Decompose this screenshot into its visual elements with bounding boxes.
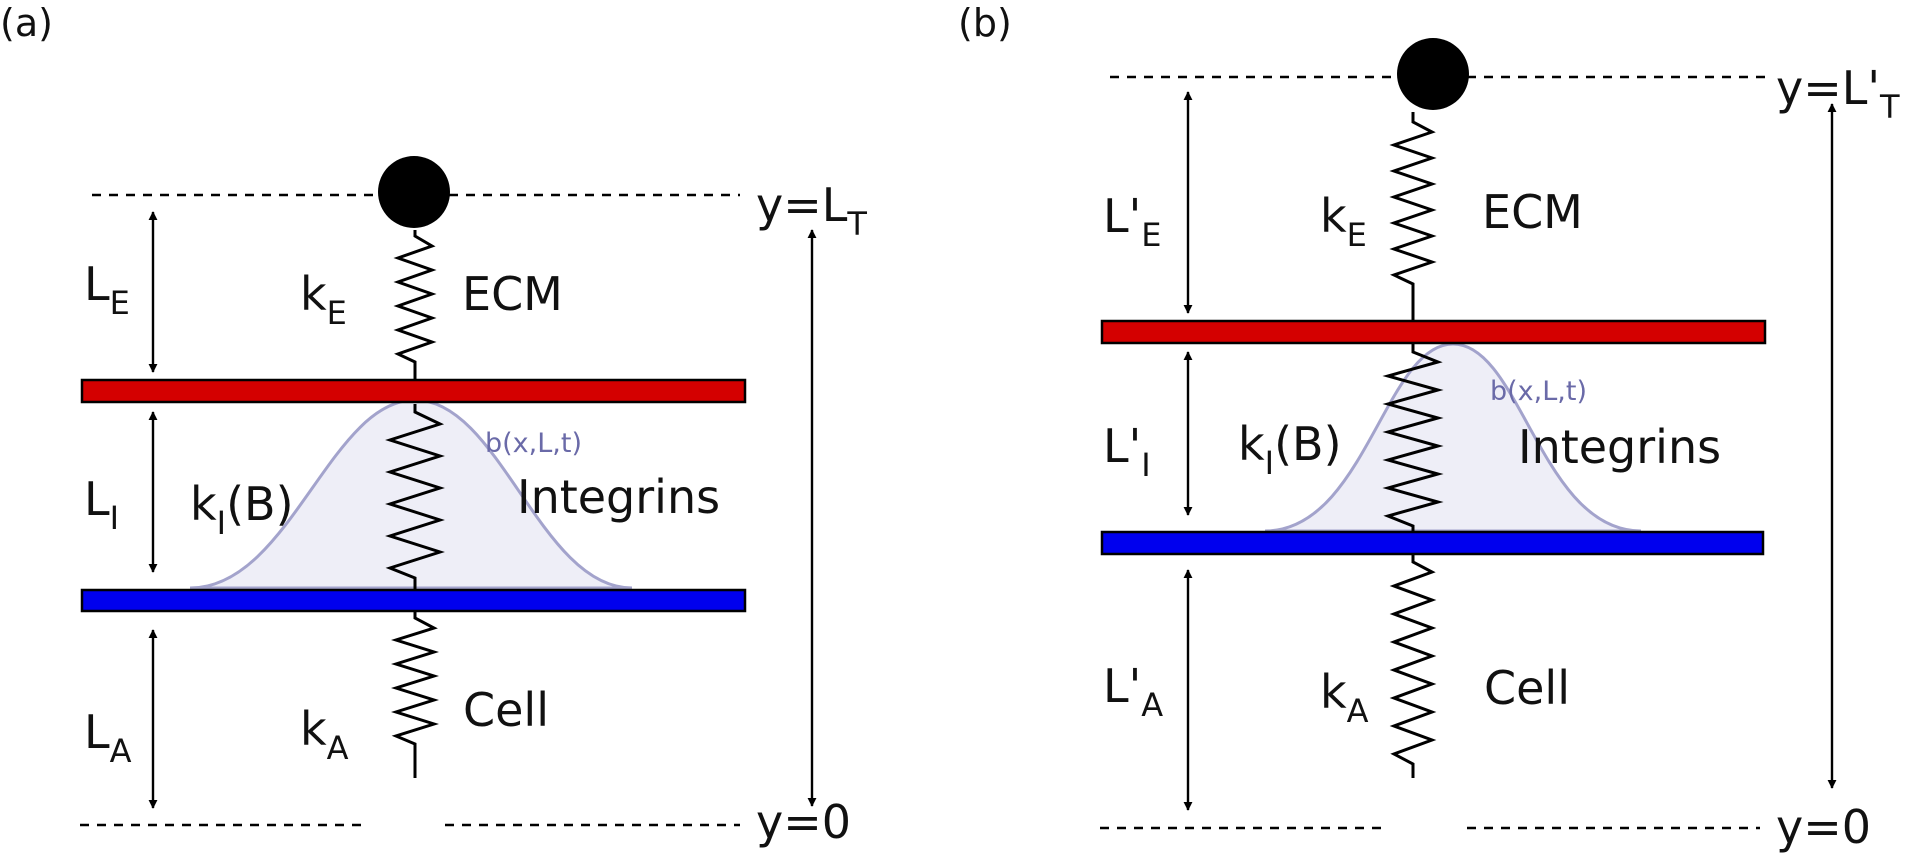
panel-a-cell-spring [391, 610, 439, 778]
panel-b-length-label-e: L'E [1103, 189, 1162, 254]
panel-b-integrins-label: Integrins [1518, 420, 1721, 474]
panel-a-integrins-label: Integrins [517, 470, 720, 524]
panel-a-mass [378, 156, 450, 228]
panel-a: (a) b(x,L,t) LE LI LA kE kI(B) kA ECM In [0, 1, 867, 849]
panel-b-ecm-spring [1389, 112, 1437, 320]
panel-b-top-y-label: y=L'T [1776, 61, 1900, 126]
panel-b-length-label-a: L'A [1103, 659, 1163, 724]
panel-a-length-label-e: LE [84, 257, 130, 322]
panel-b-k-label-integrins: kI(B) [1238, 417, 1342, 482]
panel-a-cell-label: Cell [463, 683, 549, 737]
panel-b-integrin-spring [1382, 344, 1444, 532]
panel-a-length-label-i: LI [84, 472, 119, 537]
panel-a-curve-label: b(x,L,t) [485, 428, 582, 459]
panel-a-integrin-spring [385, 404, 445, 590]
panel-a-k-label-integrins: kI(B) [190, 477, 294, 542]
panel-b-bottom-y-label: y=0 [1776, 800, 1871, 854]
panel-a-k-label-ecm: kE [300, 267, 347, 332]
panel-b-cell-plate [1100, 530, 1765, 556]
panel-a-ecm-plate [80, 378, 747, 404]
panel-b-length-label-i: L'I [1103, 419, 1151, 484]
panel-b-curve-label: b(x,L,t) [1490, 376, 1587, 407]
panel-b-k-label-ecm: kE [1320, 189, 1367, 254]
panel-a-tag: (a) [0, 1, 53, 45]
panel-a-ecm-label: ECM [462, 267, 563, 321]
panel-a-k-label-cell: kA [300, 702, 349, 767]
panel-b: (b) b(x,L,t) L'E L'I L'A kE kI(B) kA ECM [958, 1, 1900, 854]
panel-b-mass [1397, 38, 1469, 110]
panel-a-top-y-label: y=LT [756, 178, 867, 243]
panel-a-cell-plate [80, 588, 747, 613]
panel-b-cell-label: Cell [1484, 661, 1570, 715]
panel-b-ecm-label: ECM [1482, 185, 1583, 239]
panel-b-cell-spring [1389, 554, 1437, 778]
panel-a-ecm-spring [393, 230, 437, 380]
panel-b-tag: (b) [958, 1, 1012, 45]
panel-b-k-label-cell: kA [1320, 665, 1369, 730]
panel-a-bottom-y-label: y=0 [756, 795, 851, 849]
panel-a-length-label-a: LA [84, 705, 132, 770]
panel-b-ecm-plate [1100, 319, 1767, 345]
